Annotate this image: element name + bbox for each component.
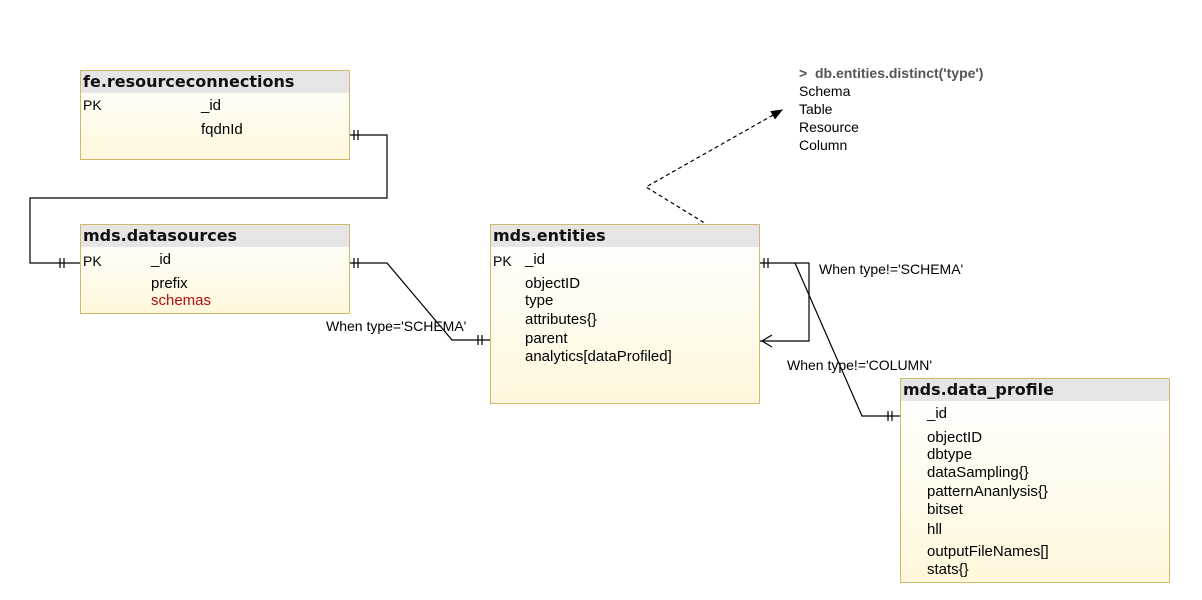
label-when-not-column: When type!='COLUMN'	[787, 357, 933, 373]
table-resourceconnections[interactable]: fe.resourceconnections PK _id fqdnId	[80, 70, 350, 160]
field-patternananlysis: patternAnanlysis{}	[927, 483, 1048, 500]
rel-entities-data-profile	[794, 262, 900, 417]
field-dbtype: dbtype	[927, 446, 973, 463]
field-objectid: objectID	[525, 275, 581, 292]
label-when-schema: When type='SCHEMA'	[326, 318, 467, 334]
field-type: type	[525, 292, 554, 309]
field-parent: parent	[525, 330, 568, 347]
field-hll: hll	[927, 521, 943, 538]
field-id: _id	[927, 405, 948, 422]
rel-entities-self	[759, 262, 810, 342]
field-analytics: analytics[dataProfiled]	[525, 348, 672, 365]
table-entities[interactable]: mds.entities PK _id objectID type attrib…	[490, 224, 760, 404]
table-title: fe.resourceconnections	[81, 71, 349, 93]
field-bitset: bitset	[927, 501, 963, 518]
rel-resourceconnections-datasources	[29, 134, 388, 264]
console-result: Schema	[799, 83, 851, 99]
field-id: _id	[201, 97, 222, 114]
table-datasources[interactable]: mds.datasources PK _id prefix schemas	[80, 224, 350, 314]
console-command-line: > db.entities.distinct('type')	[799, 64, 983, 82]
console-result: Table	[799, 101, 833, 117]
console-command: db.entities.distinct('type')	[814, 65, 984, 81]
console-prompt: >	[799, 65, 808, 81]
field-attributes: attributes{}	[525, 311, 597, 328]
pk-label: PK	[83, 253, 102, 269]
field-prefix: prefix	[151, 275, 188, 292]
field-fqdnid: fqdnId	[201, 121, 243, 138]
field-schemas: schemas	[151, 292, 212, 309]
console-result: Column	[799, 137, 848, 153]
pk-label: PK	[83, 97, 102, 113]
rel-datasources-entities	[349, 262, 490, 341]
console-output: > db.entities.distinct('type') Schema Ta…	[799, 64, 983, 154]
field-id: _id	[525, 251, 546, 268]
field-id: _id	[151, 251, 172, 268]
console-result: Resource	[799, 119, 859, 135]
field-stats: stats{}	[927, 561, 969, 578]
field-datasampling: dataSampling{}	[927, 464, 1029, 481]
field-objectid: objectID	[927, 429, 983, 446]
table-title: mds.datasources	[81, 225, 349, 247]
table-title: mds.entities	[491, 225, 759, 247]
label-when-not-schema: When type!='SCHEMA'	[819, 261, 964, 277]
table-title: mds.data_profile	[901, 379, 1169, 401]
table-data-profile[interactable]: mds.data_profile _id objectID dbtype dat…	[900, 378, 1170, 583]
pk-label: PK	[493, 253, 512, 269]
field-outputfilenames: outputFileNames[]	[927, 543, 1049, 560]
